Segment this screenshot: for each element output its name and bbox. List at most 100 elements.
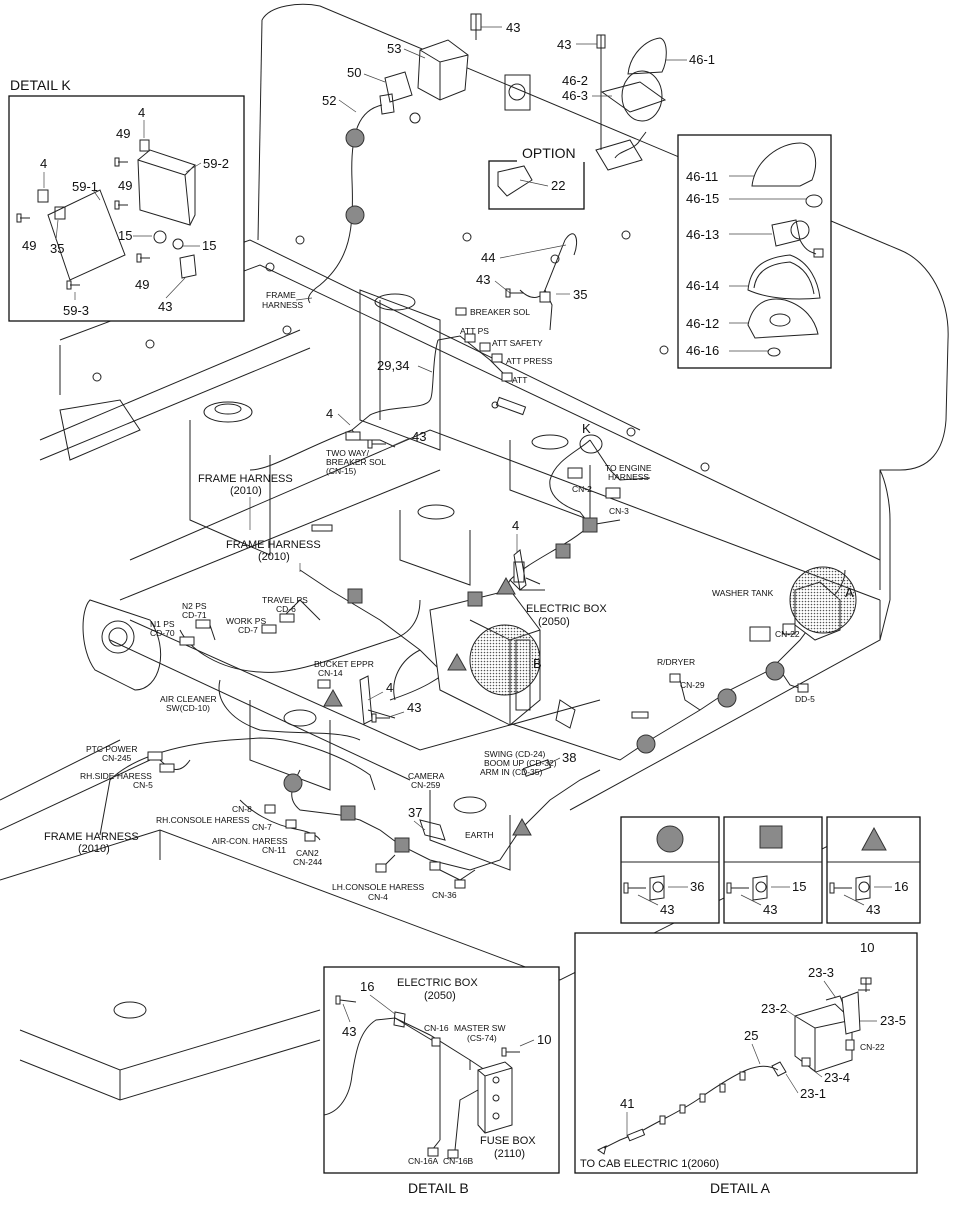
svg-text:46-2: 46-2 <box>562 73 588 88</box>
svg-text:CN-16: CN-16 <box>424 1023 449 1033</box>
svg-text:ATT PS: ATT PS <box>460 326 489 336</box>
svg-text:25: 25 <box>744 1028 758 1043</box>
svg-text:46-13: 46-13 <box>686 227 719 242</box>
svg-text:AIR-CON. HARESS: AIR-CON. HARESS <box>212 836 288 846</box>
svg-text:ELECTRIC BOX: ELECTRIC BOX <box>397 977 478 989</box>
svg-text:43: 43 <box>476 272 490 287</box>
svg-text:TWO WAY/: TWO WAY/ <box>326 448 370 458</box>
svg-text:TRAVEL PS: TRAVEL PS <box>262 595 308 605</box>
svg-text:53: 53 <box>387 41 401 56</box>
svg-text:CN-14: CN-14 <box>318 668 343 678</box>
svg-text:46-14: 46-14 <box>686 278 719 293</box>
svg-text:15: 15 <box>118 228 132 243</box>
svg-text:AIR CLEANER: AIR CLEANER <box>160 694 217 704</box>
legend-clamp-triangle <box>829 875 871 901</box>
svg-text:ATT SAFETY: ATT SAFETY <box>492 338 543 348</box>
svg-text:29,34: 29,34 <box>377 358 410 373</box>
svg-text:N1 PS: N1 PS <box>150 619 175 629</box>
svg-text:CN-3: CN-3 <box>609 506 629 516</box>
legend-clamp-circle <box>623 875 665 901</box>
svg-text:59-1: 59-1 <box>72 179 98 194</box>
svg-text:(CS-74): (CS-74) <box>467 1033 497 1043</box>
detail-a-panel: 10 23-3 23-2 23-5 25 CN-22 23-4 23-1 41 … <box>574 932 918 1196</box>
svg-text:CD-70: CD-70 <box>150 628 175 638</box>
svg-text:35: 35 <box>573 287 587 302</box>
svg-text:44: 44 <box>481 250 495 265</box>
svg-text:FUSE BOX: FUSE BOX <box>480 1135 536 1147</box>
svg-text:10: 10 <box>860 940 874 955</box>
svg-text:CN-259: CN-259 <box>411 780 441 790</box>
svg-text:CD-6: CD-6 <box>276 604 296 614</box>
option-box: OPTION 22 <box>488 142 585 210</box>
svg-text:DETAIL B: DETAIL B <box>408 1180 469 1196</box>
svg-text:MASTER SW: MASTER SW <box>454 1023 505 1033</box>
svg-text:4: 4 <box>386 680 393 695</box>
svg-text:23-2: 23-2 <box>761 1001 787 1016</box>
top-components: 43 53 50 52 43 46-1 46-2 46-3 <box>307 13 715 304</box>
svg-text:52: 52 <box>322 93 336 108</box>
svg-text:(CN-15): (CN-15) <box>326 466 356 476</box>
svg-text:CN-8: CN-8 <box>232 804 252 814</box>
svg-text:43: 43 <box>506 20 520 35</box>
svg-text:35: 35 <box>50 241 64 256</box>
svg-text:46-15: 46-15 <box>686 191 719 206</box>
svg-text:CN-16B: CN-16B <box>443 1156 474 1166</box>
clamp-legend: 36 43 15 43 16 43 <box>620 816 921 924</box>
svg-text:CN-29: CN-29 <box>680 680 705 690</box>
svg-text:16: 16 <box>894 879 908 894</box>
svg-text:BUCKET EPPR: BUCKET EPPR <box>314 659 374 669</box>
svg-text:DD-5: DD-5 <box>795 694 815 704</box>
svg-text:4: 4 <box>138 105 145 120</box>
svg-text:R/DRYER: R/DRYER <box>657 657 695 667</box>
svg-text:(2050): (2050) <box>538 616 570 628</box>
svg-text:OPTION: OPTION <box>522 145 576 161</box>
svg-text:43: 43 <box>158 299 172 314</box>
svg-text:HARNESS: HARNESS <box>608 472 649 482</box>
svg-text:43: 43 <box>866 902 880 917</box>
svg-text:4: 4 <box>326 406 333 421</box>
svg-text:N2 PS: N2 PS <box>182 601 207 611</box>
svg-text:43: 43 <box>412 429 426 444</box>
svg-text:CD-71: CD-71 <box>182 610 207 620</box>
svg-text:43: 43 <box>660 902 674 917</box>
svg-text:FRAME: FRAME <box>266 290 296 300</box>
svg-text:CN-16A: CN-16A <box>408 1156 439 1166</box>
svg-text:4: 4 <box>40 156 47 171</box>
svg-text:50: 50 <box>347 65 361 80</box>
svg-text:46-16: 46-16 <box>686 343 719 358</box>
svg-text:CN-5: CN-5 <box>133 780 153 790</box>
svg-text:ATT: ATT <box>512 375 527 385</box>
svg-text:15: 15 <box>202 238 216 253</box>
svg-text:(2010): (2010) <box>258 551 290 563</box>
svg-text:WASHER TANK: WASHER TANK <box>712 588 774 598</box>
svg-text:HARNESS: HARNESS <box>262 300 303 310</box>
svg-text:CN-11: CN-11 <box>262 845 286 855</box>
svg-text:23-4: 23-4 <box>824 1070 850 1085</box>
svg-text:CN-244: CN-244 <box>293 857 323 867</box>
svg-text:CAMERA: CAMERA <box>408 771 445 781</box>
svg-text:CN-245: CN-245 <box>102 753 132 763</box>
svg-text:4: 4 <box>512 518 519 533</box>
svg-text:59-3: 59-3 <box>63 303 89 318</box>
detail-k-panel: DETAIL K 4 49 4 59-2 59-1 49 15 15 49 35 <box>8 77 245 322</box>
svg-text:CN-7: CN-7 <box>252 822 272 832</box>
svg-text:(2050): (2050) <box>424 990 456 1002</box>
svg-text:43: 43 <box>342 1024 356 1039</box>
svg-text:PTC POWER: PTC POWER <box>86 744 137 754</box>
harness-routing <box>99 233 857 889</box>
svg-text:49: 49 <box>116 126 130 141</box>
svg-text:DETAIL A: DETAIL A <box>710 1180 771 1196</box>
svg-text:CD-7: CD-7 <box>238 625 258 635</box>
svg-text:15: 15 <box>792 879 806 894</box>
svg-text:BOOM UP (CD-32): BOOM UP (CD-32) <box>484 758 557 768</box>
svg-text:CN-22: CN-22 <box>860 1042 885 1052</box>
svg-text:(2010): (2010) <box>78 843 110 855</box>
svg-text:16: 16 <box>360 979 374 994</box>
svg-text:SWING (CD-24): SWING (CD-24) <box>484 749 546 759</box>
harness-labels: FRAME HARNESS 44 43 35 BREAKER SOL ATT P… <box>44 244 854 902</box>
svg-text:38: 38 <box>562 750 576 765</box>
svg-text:RH.SIDE HARESS: RH.SIDE HARESS <box>80 771 152 781</box>
beacon-parts-panel: 46-11 46-15 46-13 46-14 46-12 46-16 <box>677 134 832 369</box>
svg-text:ELECTRIC BOX: ELECTRIC BOX <box>526 603 607 615</box>
